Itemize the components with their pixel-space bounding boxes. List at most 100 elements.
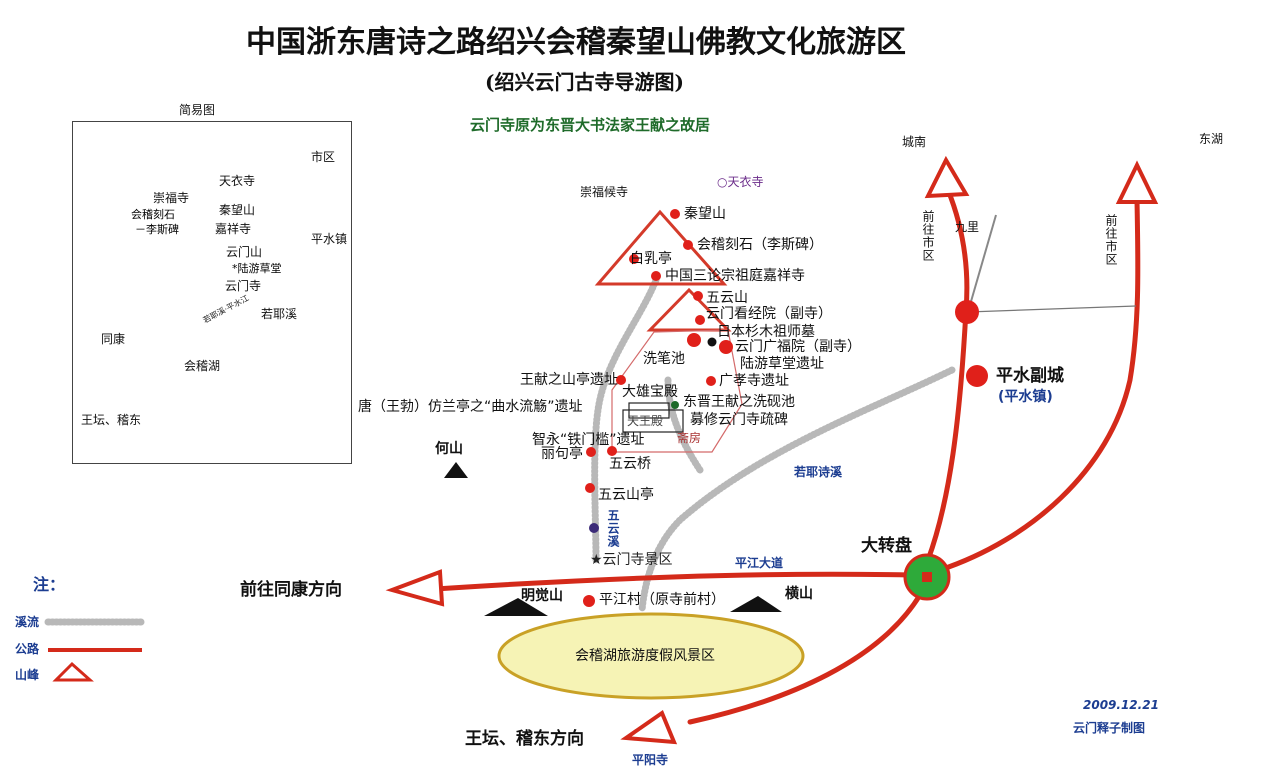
dot-junction	[955, 300, 979, 324]
dot-jiaxiang	[651, 271, 661, 281]
road-to-tongkang	[417, 571, 913, 593]
label-wangtan-dir: 王坛、稽东方向	[465, 729, 584, 749]
hengshan-peak	[730, 596, 782, 612]
label-mingjue: 明觉山	[521, 588, 563, 604]
inset-tongkang: 同康	[101, 332, 126, 346]
inset-jiaxiang: 嘉祥寺	[215, 222, 252, 236]
dot-qinwang	[670, 209, 680, 219]
label-wuyunxi: 五云溪	[606, 509, 620, 548]
inset-diagonal-text: 若耶溪·平水江	[201, 293, 251, 326]
label-wuyunqiao: 五云桥	[609, 456, 651, 472]
arrow-tongkang	[385, 569, 445, 607]
yunmen-stream	[591, 276, 660, 564]
label-pingshui-zhen: (平水镇)	[998, 389, 1053, 405]
legend-title: 注：	[33, 575, 66, 594]
label-riben: 日本杉木祖师墓	[717, 324, 815, 340]
streams	[591, 276, 956, 614]
legend-road-label: 公路	[15, 642, 40, 656]
road-to-city	[925, 187, 970, 563]
legend-peak-shape	[52, 661, 94, 682]
inset-kuaijihu: 会稽湖	[184, 359, 221, 373]
inset-shiqu: 市区	[311, 150, 336, 164]
tianwang-hall	[622, 409, 684, 433]
label-pingjiangcun: 平江村（原寺前村）	[599, 592, 725, 608]
label-tianwang: 天王殿	[627, 414, 664, 428]
dot-pingshui	[966, 365, 988, 387]
dot-pingjiangcun	[583, 595, 595, 607]
label-keshi: 会稽刻石（李斯碑）	[697, 237, 823, 253]
label-ruoyeshixi: 若耶诗溪	[794, 465, 843, 479]
compound-boundary	[611, 329, 743, 453]
kuaiji-lake	[497, 612, 805, 700]
ruoye-stream	[638, 366, 956, 614]
dot-wuyunxi	[589, 523, 599, 533]
label-tianyi: ○天衣寺	[717, 175, 764, 189]
dot-riben	[707, 337, 717, 347]
inset-tianyi: 天衣寺	[219, 174, 256, 188]
inset-pingshui: 平水镇	[311, 232, 348, 246]
note-wang-xianzhi: 云门寺原为东晋大书法家王献之故居	[470, 116, 711, 134]
label-donghu: 东湖	[1199, 132, 1224, 146]
dot-wuyunshanting	[585, 483, 595, 493]
dot-shanting	[616, 375, 626, 385]
label-jingqu: ★云门寺景区	[590, 552, 673, 568]
roads	[417, 187, 1141, 725]
dot-tiemenkan	[607, 446, 617, 456]
wuyun-mountain	[646, 287, 732, 332]
heshan-peak	[444, 462, 468, 478]
inset-map: 天衣寺 市区 崇福寺 秦望山 会稽刻石 －李斯碑 嘉祥寺 云门山 *陆游草堂 云…	[72, 121, 352, 464]
inset-caption: 简易图	[179, 103, 216, 117]
road-to-wangtan	[687, 592, 923, 725]
label-qianwang-shiqu-1: 前往市区	[921, 210, 935, 262]
page-title: 中国浙东唐诗之路绍兴会稽秦望山佛教文化旅游区	[246, 25, 906, 60]
label-xibi: 洗笔池	[643, 351, 685, 367]
label-guangfu: 云门广福院（副寺）	[735, 339, 861, 355]
inset-qinwang: 秦望山	[219, 203, 256, 217]
inset-yunmensi: 云门寺	[225, 279, 262, 293]
poi-dots	[583, 209, 988, 607]
label-pingyang: 平阳寺	[632, 753, 669, 767]
label-muxiu: 募修云门寺疏碑	[690, 412, 788, 428]
dot-keshi	[683, 240, 693, 250]
legend-stream-label: 溪流	[15, 615, 40, 629]
dot-temple-green	[671, 401, 679, 409]
dot-liju	[586, 447, 596, 457]
label-qianwang-shiqu-2: 前往市区	[1104, 214, 1118, 266]
label-shanting: 王献之山亭遗址	[520, 372, 618, 388]
label-date: 2009.12.21	[1083, 698, 1159, 712]
inset-ruoye: 若耶溪	[261, 307, 298, 321]
black-peaks	[444, 462, 782, 616]
page-subtitle: (绍兴云门古寺导游图)	[485, 70, 684, 94]
road-arrows	[385, 155, 1159, 745]
label-hengshan: 横山	[785, 586, 813, 602]
label-jiuli: 九里	[955, 220, 980, 234]
label-credit: 云门释子制图	[1073, 721, 1146, 735]
arrow-chengnan	[924, 155, 970, 199]
label-lanting: 唐（王勃）仿兰亭之“曲水流觞”遗址	[358, 399, 583, 415]
label-heshan: 何山	[435, 441, 463, 457]
mingjue-peak	[484, 598, 548, 616]
label-wuyunshan: 五云山	[706, 290, 748, 306]
label-xiyan: 东晋王献之洗砚池	[683, 394, 795, 410]
inset-luyou: *陆游草堂	[232, 262, 282, 275]
connector-line	[967, 305, 1137, 313]
temple-compound	[611, 329, 743, 453]
dot-xibi	[687, 333, 701, 347]
label-resort: 会稽湖旅游度假风景区	[575, 648, 715, 664]
dot-guangfu	[719, 340, 733, 354]
label-daxiong: 大雄宝殿	[622, 384, 678, 400]
roundabout-center	[922, 572, 932, 582]
label-tiemenkan: 智永“铁门槛”遗址	[532, 432, 645, 448]
inset-yunmenshan: 云门山	[226, 245, 263, 259]
label-kanjing: 云门看经院（副寺）	[706, 306, 832, 322]
label-ruting: 白乳亭	[630, 251, 672, 267]
label-chengnan: 城南	[902, 135, 927, 149]
inset-chongfu: 崇福寺	[153, 191, 190, 205]
label-tongkang-dir: 前往同康方向	[240, 580, 342, 600]
legend-peak-label: 山峰	[15, 668, 40, 682]
label-pingjiang: 平江大道	[735, 556, 784, 570]
label-chongfu: 崇福候寺	[580, 185, 629, 199]
dot-guangxiao	[706, 376, 716, 386]
label-jiaxiang: 中国三论宗祖庭嘉祥寺	[665, 268, 805, 284]
dot-ruting	[629, 254, 639, 264]
